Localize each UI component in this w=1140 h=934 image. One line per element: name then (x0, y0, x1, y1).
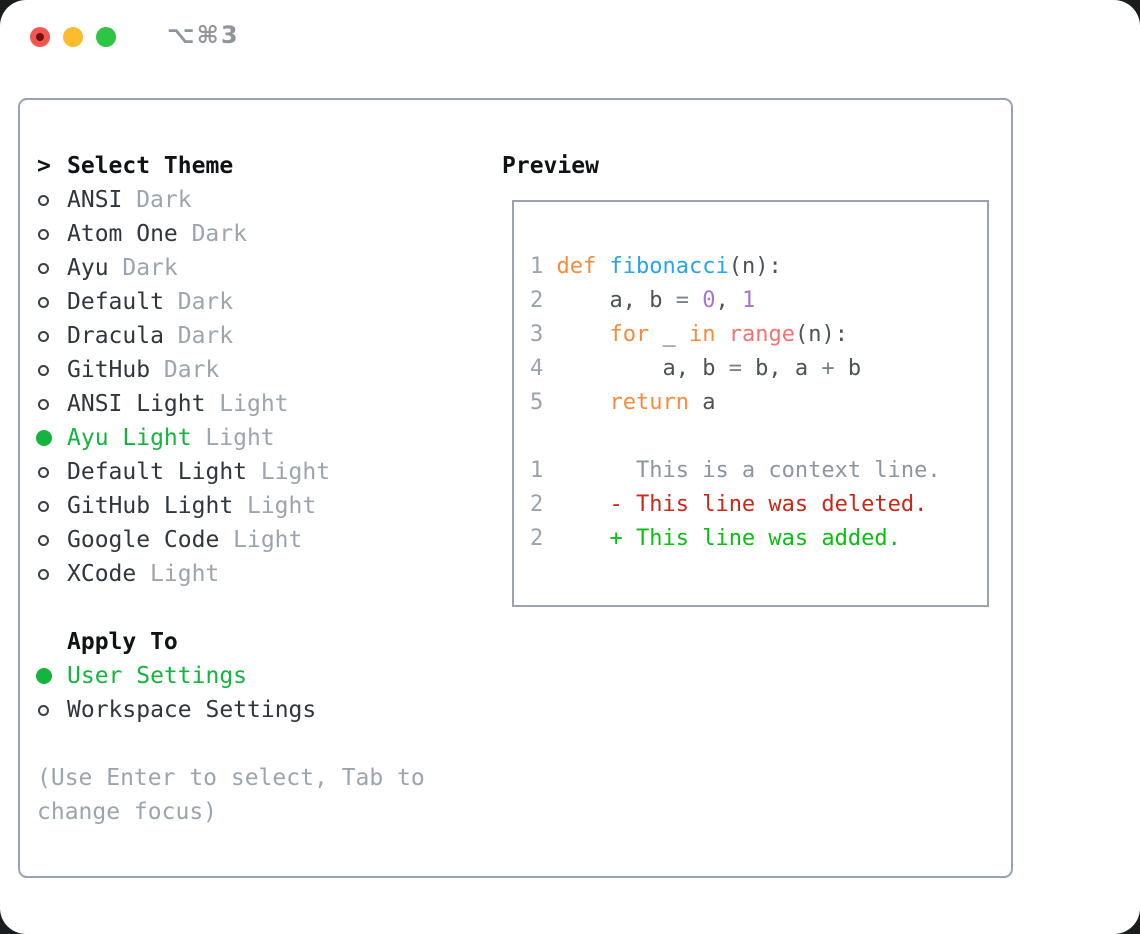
theme-variant-label: Light (150, 561, 220, 587)
minimize-button[interactable] (63, 27, 83, 47)
theme-variant-label: Dark (191, 221, 247, 247)
titlebar: ⌥⌘3 (0, 0, 1140, 76)
radio-icon (37, 398, 67, 410)
code-line: 1 This is a context line. (530, 458, 941, 483)
option-label: ANSI (67, 187, 123, 213)
theme-option-ansi[interactable]: ANSI Dark (37, 183, 425, 217)
radio-icon (37, 330, 67, 342)
close-dot-icon (36, 33, 44, 41)
option-label: GitHub Light (67, 493, 234, 519)
preview-box: 1 def fibonacci(n): 2 a, b = 0, 1 3 for _ … (512, 200, 989, 607)
theme-variant-label: Light (246, 493, 317, 519)
zoom-button[interactable] (96, 27, 116, 47)
line-number: 2 (530, 526, 557, 551)
preview-title: Preview (502, 153, 599, 179)
option-label: Default Light (67, 459, 248, 485)
line-number: 3 (530, 322, 557, 347)
option-label: ANSI Light (67, 391, 206, 417)
hint-text: (Use Enter to select, Tab to change focu… (37, 761, 425, 829)
theme-variant-label: Light (260, 459, 331, 485)
code-line: 1 def fibonacci(n): (530, 254, 782, 279)
option-label: Google Code (67, 527, 220, 553)
apply-option-user-settings[interactable]: User Settings (36, 659, 425, 693)
spacer (37, 727, 425, 761)
window-controls (30, 27, 116, 47)
code-line: 2 a, b = 0, 1 (530, 288, 756, 313)
theme-option-github[interactable]: GitHub Dark (37, 353, 425, 387)
theme-option-google-code[interactable]: Google Code Light (37, 523, 425, 557)
option-label: Default (67, 289, 164, 315)
theme-variant-label: Light (219, 391, 289, 417)
diff-sample: 1 This is a context line. 2 - This line w… (530, 454, 987, 556)
option-label: Ayu (67, 255, 109, 281)
apply-to-header: Apply To (37, 625, 425, 659)
theme-variant-label: Dark (122, 255, 178, 281)
apply-to-title: Apply To (67, 629, 178, 655)
theme-variant-label: Dark (163, 357, 220, 383)
theme-variant-label: Dark (136, 187, 192, 213)
code-line: 3 for _ in range(n): (530, 322, 848, 347)
cursor-prompt-icon: > (37, 153, 51, 179)
line-number: 1 (530, 458, 557, 483)
line-number: 2 (530, 288, 557, 313)
code-line: 2 - This line was deleted. (530, 492, 928, 517)
theme-option-ayu[interactable]: Ayu Dark (37, 251, 425, 285)
option-label: GitHub (67, 357, 151, 383)
theme-option-default[interactable]: Default Dark (37, 285, 425, 319)
radio-icon (37, 194, 67, 206)
radio-icon (37, 262, 67, 274)
theme-variant-label: Dark (177, 289, 234, 315)
theme-option-dracula[interactable]: Dracula Dark (37, 319, 425, 353)
option-label: Dracula (67, 323, 164, 349)
line-number: 4 (530, 356, 557, 381)
radio-selected-icon (36, 430, 67, 446)
option-label: Workspace Settings (67, 697, 317, 723)
line-number: 5 (530, 390, 557, 415)
spacer (37, 591, 425, 625)
theme-option-xcode[interactable]: XCode Light (37, 557, 425, 591)
hint-line: (Use Enter to select, Tab to (37, 765, 425, 791)
close-button[interactable] (30, 27, 50, 47)
radio-icon (37, 500, 67, 512)
theme-variant-label: Light (205, 425, 275, 451)
theme-option-github-light[interactable]: GitHub Light Light (37, 489, 425, 523)
theme-list-header: > Select Theme (37, 149, 425, 183)
apply-option-workspace-settings[interactable]: Workspace Settings (37, 693, 425, 727)
radio-icon (37, 534, 67, 546)
theme-variant-label: Light (233, 527, 303, 553)
code-sample: 1 def fibonacci(n): 2 a, b = 0, 1 3 for _ … (530, 250, 987, 420)
theme-option-atom-one[interactable]: Atom One Dark (37, 217, 425, 251)
preview-pane: Preview 1 def fibonacci(n): 2 a, b = 0, 1… (502, 149, 989, 607)
code-line: 2 + This line was added. (530, 526, 901, 551)
theme-option-ansi-light[interactable]: ANSI Light Light (37, 387, 425, 421)
code-line: 4 a, b = b, a + b (530, 356, 862, 381)
radio-icon (37, 568, 67, 580)
line-number: 2 (530, 492, 557, 517)
theme-variant-label: Dark (177, 323, 234, 349)
option-label: XCode (67, 561, 137, 587)
option-label: User Settings (67, 663, 248, 689)
radio-selected-icon (36, 668, 67, 684)
radio-icon (37, 228, 67, 240)
radio-icon (37, 296, 67, 308)
radio-icon (37, 466, 67, 478)
window-title: ⌥⌘3 (167, 21, 240, 49)
theme-option-default-light[interactable]: Default Light Light (37, 455, 425, 489)
theme-list-title: Select Theme (67, 153, 234, 179)
theme-option-ayu-light[interactable]: Ayu Light Light (36, 421, 425, 455)
option-label: Ayu Light (67, 425, 192, 451)
hint-line: change focus) (37, 799, 218, 825)
radio-icon (37, 364, 67, 376)
code-line: 5 return a (530, 390, 716, 415)
option-label: Atom One (67, 221, 178, 247)
radio-icon (37, 704, 67, 716)
line-number: 1 (530, 254, 557, 279)
